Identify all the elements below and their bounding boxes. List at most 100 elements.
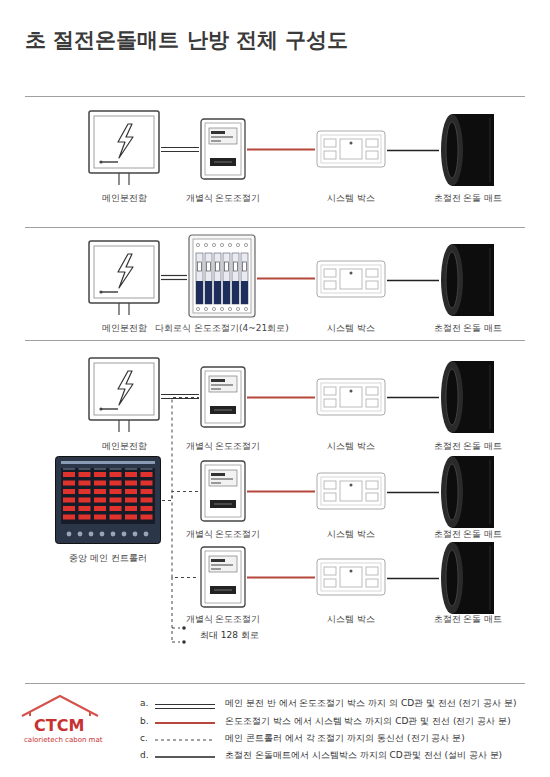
heating-mat-roll: 초절전 온돌 매트 [440, 112, 496, 188]
wire-connector [387, 150, 439, 151]
main-distribution-panel: 메인분전함 [88, 240, 160, 316]
wire-connector [247, 491, 315, 492]
node-label: 초절전 온돌 매트 [434, 613, 503, 625]
node-label: 시스템 박스 [327, 528, 375, 540]
heating-mat-roll: 초절전 온돌 매트 [440, 242, 496, 318]
wire-connector [247, 149, 315, 150]
connector-stroke [161, 147, 199, 148]
node-icon [200, 118, 246, 180]
system-box: 시스템 박스 [316, 378, 386, 416]
node-label: 개별식 온도조절기 [186, 440, 261, 452]
wire-connector [387, 578, 439, 579]
logo-text: CTCM [34, 716, 84, 735]
node-icon [440, 242, 496, 318]
connector-stroke [161, 151, 199, 152]
connector-stroke [387, 578, 439, 580]
multi-circuit-thermostat: 다회로식 온도조절기(4~21회로) [188, 234, 256, 318]
wire-connector [247, 397, 315, 398]
legend-letter: b. [140, 716, 149, 727]
connector-stroke [247, 491, 315, 493]
system-box: 시스템 박스 [316, 472, 386, 510]
node-icon [88, 110, 160, 186]
wire-connector [387, 280, 439, 281]
main-distribution-panel: 메인분전함 [88, 357, 160, 433]
wire-connector [161, 276, 187, 280]
heating-mat-roll: 초절전 온돌 매트 [440, 359, 496, 435]
connector-stroke [247, 577, 315, 579]
node-icon [316, 378, 386, 416]
node-icon [200, 460, 246, 522]
node-icon [88, 357, 160, 433]
node-icon [200, 366, 246, 428]
node-icon [440, 454, 496, 530]
logo-roof [22, 696, 98, 716]
legend-letter: d. [140, 750, 149, 761]
thermostat: 개별식 온도조절기 [200, 366, 246, 428]
wire-connector [257, 278, 315, 279]
node-label: 메인분전함 [102, 322, 147, 334]
circuit-note: 최대 128 회로 [200, 630, 259, 641]
node-icon [316, 558, 386, 596]
node-label: 메인분전함 [102, 440, 147, 452]
node-label: 시스템 박스 [327, 192, 375, 204]
legend-letter: c. [140, 733, 148, 744]
comm-line [162, 492, 199, 501]
node-icon [316, 472, 386, 510]
node-icon [440, 112, 496, 188]
node-label: 시스템 박스 [327, 322, 375, 334]
heating-mat-roll: 초절전 온돌 매트 [440, 540, 496, 616]
continuation-dots [182, 626, 186, 644]
node-label: 시스템 박스 [327, 440, 375, 452]
main-distribution-panel: 메인분전함 [88, 110, 160, 186]
thermostat: 개별식 온도조절기 [200, 546, 246, 608]
node-label: 개별식 온도조절기 [186, 613, 261, 625]
connector-stroke [257, 278, 315, 280]
connector-stroke [161, 275, 187, 276]
connector-stroke [387, 280, 439, 282]
diagram-title: 초 절전온돌매트 난방 전체 구성도 [25, 26, 348, 54]
node-icon [316, 130, 386, 168]
node-label: 중앙 메인 컨트롤러 [69, 552, 147, 564]
node-icon [440, 359, 496, 435]
wire-connector [387, 397, 439, 398]
legend-text: 메인 콘트롤러 에서 각 조절기 까지의 통신선 (전기 공사 분) [225, 733, 465, 744]
heating-mat-roll: 초절전 온돌 매트 [440, 454, 496, 530]
connector-stroke [161, 398, 199, 399]
node-icon [55, 456, 161, 544]
node-label: 초절전 온돌 매트 [434, 528, 503, 540]
legend-text: 초절전 온돌매트에서 시스템박스 까지의 CD관및 전선 (설비 공사 분) [225, 750, 502, 761]
node-icon [316, 260, 386, 298]
section-separator [25, 97, 525, 684]
node-label: 다회로식 온도조절기(4~21회로) [155, 322, 289, 334]
node-icon [440, 540, 496, 616]
central-controller: 중앙 메인 컨트롤러 [55, 456, 161, 544]
connector-stroke [247, 397, 315, 399]
node-label: 시스템 박스 [327, 613, 375, 625]
legend-line-samples [155, 705, 215, 758]
connector-stroke [387, 150, 439, 152]
node-label: 메인분전함 [102, 192, 147, 204]
connector-stroke [387, 492, 439, 494]
node-label: 초절전 온돌 매트 [434, 440, 503, 452]
connector-stroke [161, 394, 199, 395]
thermostat: 개별식 온도조절기 [200, 460, 246, 522]
system-box: 시스템 박스 [316, 260, 386, 298]
thermostat: 개별식 온도조절기 [200, 118, 246, 180]
connector-stroke [247, 149, 315, 151]
comm-bus-line [172, 577, 180, 642]
node-label: 개별식 온도조절기 [186, 528, 261, 540]
connector-stroke [162, 492, 199, 501]
connector-stroke [387, 397, 439, 399]
node-icon [188, 234, 256, 318]
legend-text: 온도조절기 박스 에서 시스템 박스 까지의 CD관 및 전선 (전기 공사 분… [225, 716, 511, 727]
legend-letter: a. [140, 698, 148, 709]
logo-subtext: calorietech cabon mat [24, 736, 102, 744]
node-label: 초절전 온돌 매트 [434, 322, 503, 334]
node-icon [200, 546, 246, 608]
legend-text: 메인 분전 반 에서 온도조절기 박스 까지 의 CD관 및 전선 (전기 공사… [225, 698, 516, 709]
node-label: 초절전 온돌 매트 [434, 192, 503, 204]
system-box: 시스템 박스 [316, 130, 386, 168]
wire-connector [387, 492, 439, 493]
